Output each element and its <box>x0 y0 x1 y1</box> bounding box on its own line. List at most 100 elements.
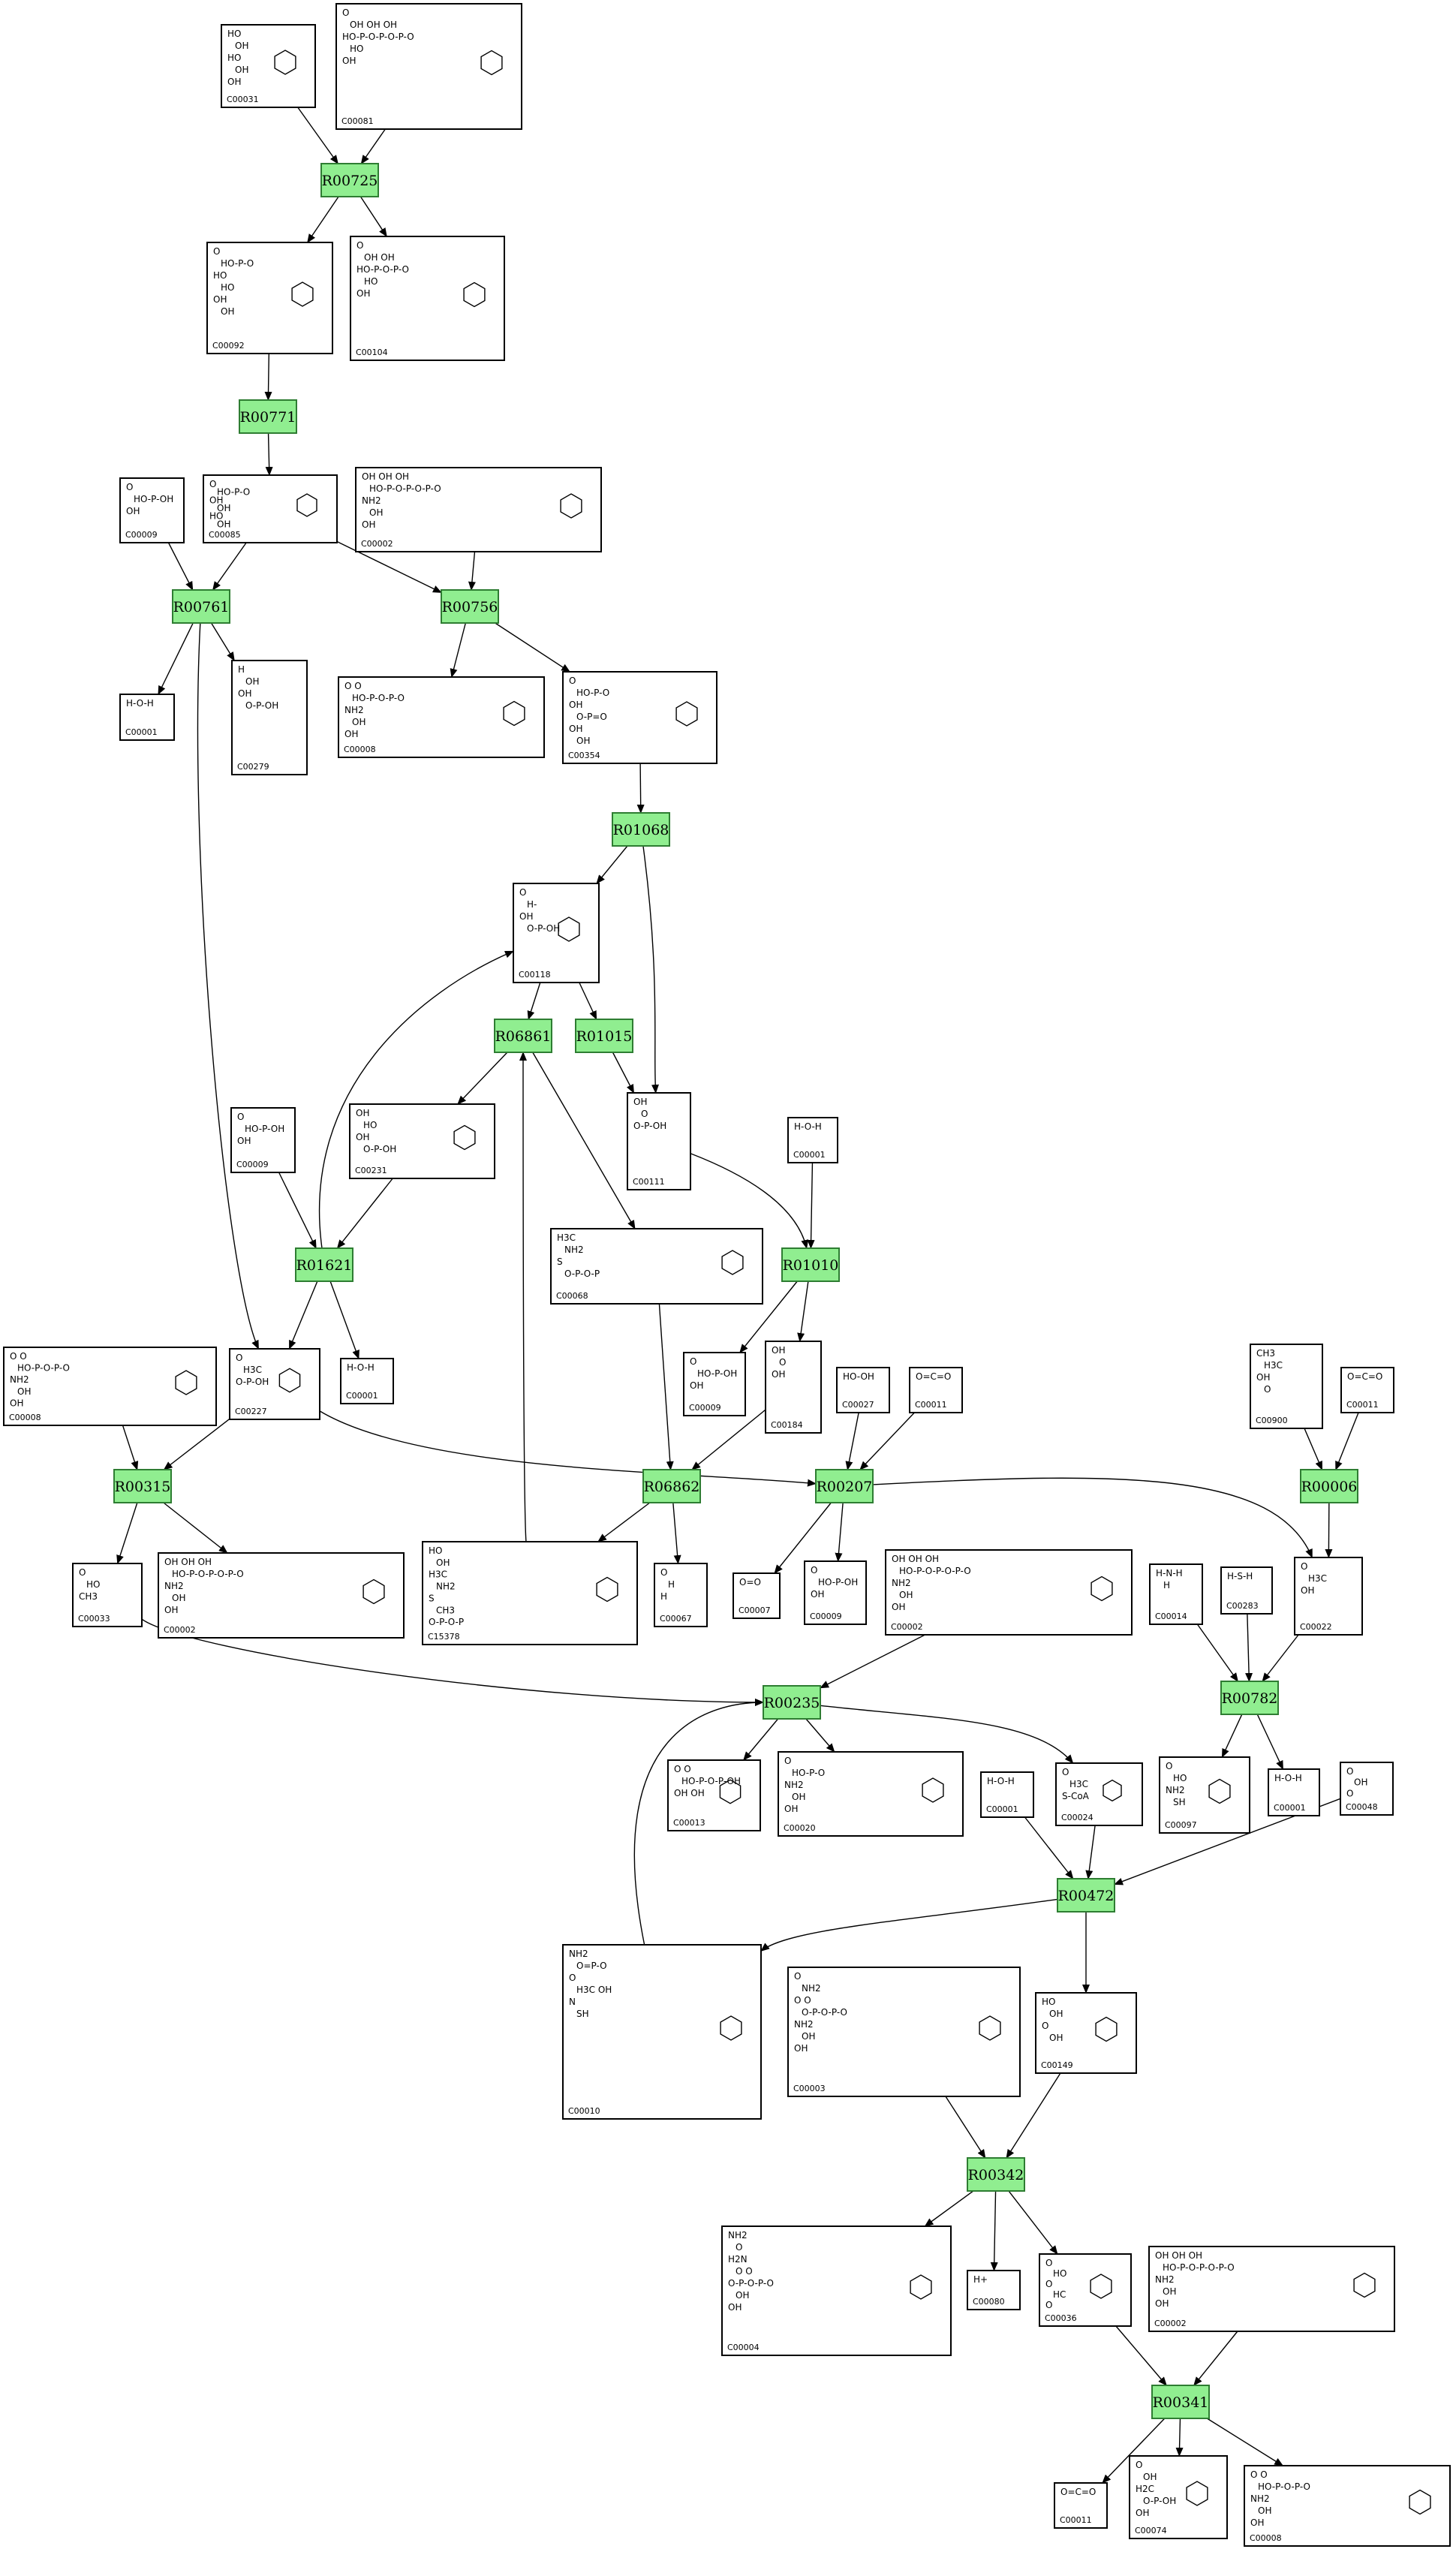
reaction-node[interactable]: R06861 <box>494 1019 552 1053</box>
edge-arrow <box>820 1705 1074 1764</box>
reaction-node[interactable]: R00315 <box>113 1469 172 1503</box>
reaction-label: R00782 <box>1222 1690 1278 1707</box>
edge-arrow <box>163 1502 228 1554</box>
formula-fragment: NH2 <box>344 705 364 715</box>
compound-node[interactable]: H+C00080 <box>967 2270 1021 2310</box>
reaction-node[interactable]: R00207 <box>815 1469 874 1503</box>
formula-fragment: OH <box>892 1602 905 1612</box>
reaction-node[interactable]: R06862 <box>642 1469 701 1503</box>
edge-arrow <box>468 551 476 591</box>
reaction-node[interactable]: R01068 <box>612 812 670 847</box>
compound-id: C00014 <box>1155 1612 1187 1621</box>
formula-fragment: O <box>126 482 133 492</box>
compound-box <box>1129 2455 1228 2539</box>
reaction-node[interactable]: R00782 <box>1220 1681 1279 1715</box>
ring-glyph <box>596 1576 618 1603</box>
reaction-node[interactable]: R00472 <box>1057 1878 1115 1912</box>
formula-fragment: O=P-O <box>576 1961 607 1971</box>
reaction-node[interactable]: R01015 <box>575 1019 633 1053</box>
reaction-node[interactable]: R00235 <box>763 1685 821 1720</box>
reaction-node[interactable]: R00342 <box>967 2157 1025 2192</box>
reaction-node[interactable]: R00006 <box>1300 1469 1358 1503</box>
edge-arrow <box>1175 2418 1184 2457</box>
compound-id: C00001 <box>125 727 158 737</box>
formula-fragment: O=C=O <box>1060 2487 1096 2497</box>
reaction-node[interactable]: R00771 <box>239 399 297 434</box>
reaction-node[interactable]: R01010 <box>781 1247 840 1282</box>
reaction-node[interactable]: R00341 <box>1151 2385 1210 2419</box>
formula-fragment: S-CoA <box>1062 1791 1090 1801</box>
reaction-node[interactable]: R01621 <box>295 1247 353 1282</box>
edge-arrow <box>820 1634 925 1689</box>
formula-fragment: HO-P-O-P-OH <box>681 1776 741 1786</box>
reaction-node[interactable]: R00756 <box>441 589 499 624</box>
reaction-label: R00761 <box>173 599 230 615</box>
formula-fragment: HO <box>429 1545 442 1556</box>
compound-id: C00001 <box>793 1150 826 1160</box>
formula-fragment: OH <box>342 56 356 66</box>
formula-fragment: OH <box>772 1369 785 1380</box>
formula-fragment: O <box>1045 2258 1052 2268</box>
reaction-node[interactable]: R00725 <box>320 163 379 197</box>
formula-fragment: OH <box>1301 1585 1314 1596</box>
compound-id: C00184 <box>771 1420 803 1430</box>
compound-box <box>350 236 505 361</box>
reaction-node[interactable]: R00761 <box>172 589 230 624</box>
compound-box <box>804 1560 867 1625</box>
ring-glyph <box>1208 1778 1231 1804</box>
reaction-label: R00771 <box>240 409 296 426</box>
